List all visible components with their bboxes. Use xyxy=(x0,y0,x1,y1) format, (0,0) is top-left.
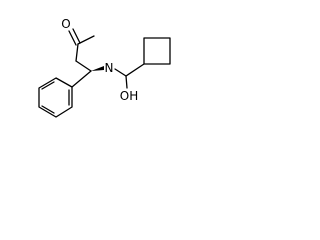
ketone-oxygen-label: O xyxy=(61,17,70,31)
chemical-structure: O N OH xyxy=(38,17,171,118)
phenyl-ring xyxy=(38,77,73,118)
bond-ch2-chiral xyxy=(75,60,92,72)
amide-nitrogen-label: N xyxy=(105,61,114,75)
bond-nitrogen-carbonyl xyxy=(114,68,127,77)
bond-chiral-phenyl xyxy=(71,70,92,88)
phenyl-double-bond-c xyxy=(41,81,55,90)
bond-carbonyl-hydroxyl xyxy=(125,75,128,89)
amide-hydroxyl-label: OH xyxy=(120,89,138,103)
bond-chiral-nitrogen-wedge xyxy=(91,66,104,71)
cyclobutane-ring xyxy=(143,37,171,65)
bond-ketone-carbonyl-b xyxy=(72,28,81,44)
bond-ketone-ch2 xyxy=(75,43,79,62)
bond-ketone-methyl xyxy=(77,35,95,45)
phenyl-double-bond-b xyxy=(41,105,55,114)
bond-ketone-carbonyl-a xyxy=(68,30,77,46)
bond-carbonyl-cyclobutyl xyxy=(125,63,145,77)
